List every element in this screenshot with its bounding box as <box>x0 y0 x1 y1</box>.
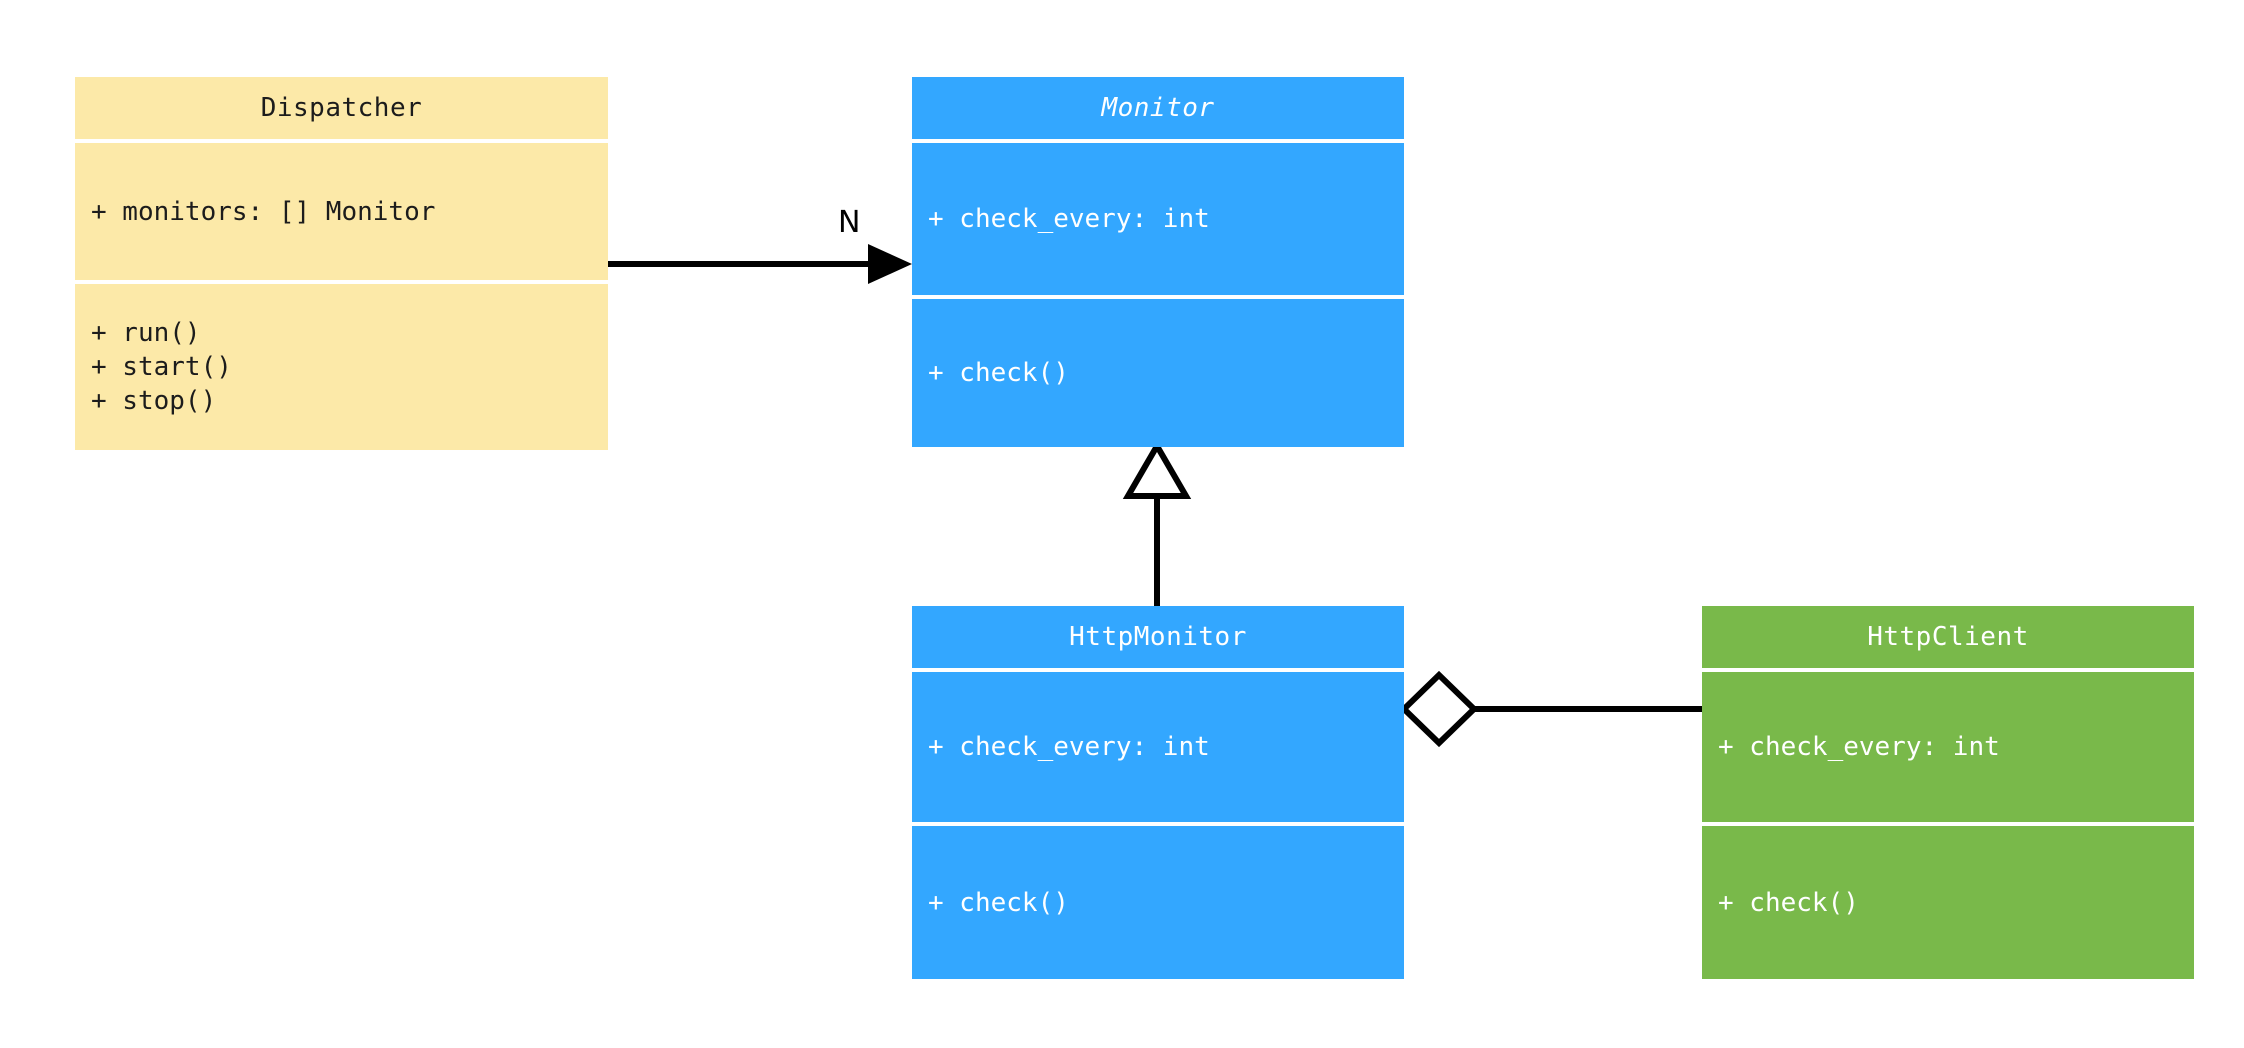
class-attributes-httpmonitor: + check_every: int <box>912 672 1404 822</box>
class-title-httpclient: HttpClient <box>1702 606 2194 668</box>
class-title-monitor: Monitor <box>912 77 1404 139</box>
class-methods-httpmonitor: + check() <box>912 826 1404 979</box>
class-attributes-dispatcher: + monitors: [] Monitor <box>75 143 608 280</box>
class-title-httpmonitor: HttpMonitor <box>912 606 1404 668</box>
attribute-item: + check_every: int <box>1718 732 2000 762</box>
class-attributes-monitor: + check_every: int <box>912 143 1404 295</box>
edge-httpmonitor-to-monitor <box>1122 440 1192 606</box>
class-methods-httpclient: + check() <box>1702 826 2194 979</box>
filled-triangle-arrowhead-icon <box>868 244 912 284</box>
hollow-diamond-aggregation-icon <box>1399 670 1479 748</box>
uml-class-dispatcher[interactable]: Dispatcher + monitors: [] Monitor + run(… <box>75 77 608 450</box>
hollow-triangle-arrowhead-icon <box>1122 440 1192 499</box>
edge-label-multiplicity-n: N <box>838 205 861 240</box>
class-title-dispatcher: Dispatcher <box>75 77 608 139</box>
method-item: + check() <box>1718 887 1859 918</box>
edge-dispatcher-to-monitor <box>608 244 912 284</box>
attribute-item: + monitors: [] Monitor <box>91 196 436 227</box>
uml-class-monitor[interactable]: Monitor + check_every: int + check() <box>912 77 1404 447</box>
method-item: + run() <box>91 318 201 348</box>
method-item: + stop() <box>91 386 217 416</box>
class-methods-dispatcher: + run() + start() + stop() <box>75 284 608 450</box>
uml-class-httpmonitor[interactable]: HttpMonitor + check_every: int + check() <box>912 606 1404 983</box>
edge-httpmonitor-to-httpclient <box>1399 670 1702 748</box>
method-item: + start() <box>91 352 232 382</box>
attribute-item: + check_every: int <box>928 732 1210 762</box>
class-attributes-httpclient: + check_every: int <box>1702 672 2194 822</box>
method-item: + check() <box>928 358 1069 388</box>
class-methods-monitor: + check() <box>912 299 1404 447</box>
attribute-item: + check_every: int <box>928 204 1210 234</box>
method-item: + check() <box>928 887 1069 918</box>
uml-class-httpclient[interactable]: HttpClient + check_every: int + check() <box>1702 606 2194 983</box>
